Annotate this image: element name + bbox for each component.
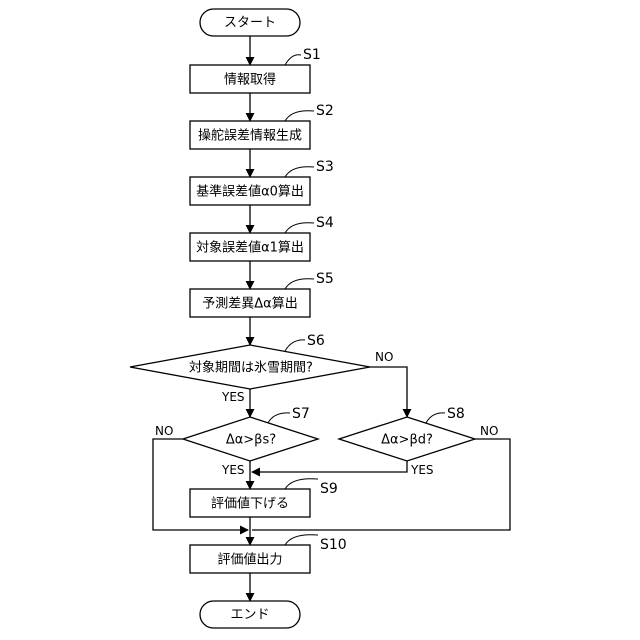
start-label: スタート <box>224 16 276 31</box>
leader-s5 <box>285 279 314 289</box>
leader-s8 <box>426 413 445 423</box>
decision-s7: Δα>βs? <box>183 417 318 461</box>
leader-s10 <box>285 535 318 545</box>
process-s1: 情報取得 <box>190 65 310 93</box>
step-label-s9: S9 <box>320 481 338 497</box>
edge-label-s7-no: NO <box>155 424 173 438</box>
leader-s3 <box>285 167 314 177</box>
edge-label-s6-no: NO <box>375 350 393 364</box>
decision-s6: 対象期間は氷雪期間? <box>130 345 370 389</box>
process-s9: 評価値下げる <box>190 489 310 517</box>
step-labels: S1 S2 S3 S4 S5 S6 S7 S8 S9 S10 <box>292 47 465 553</box>
s2-label: 操舵誤差情報生成 <box>198 128 302 144</box>
leader-s9 <box>285 479 318 489</box>
process-s4: 対象誤差値α1算出 <box>190 233 310 261</box>
end-terminal: エンド <box>200 601 300 628</box>
process-s10: 評価値出力 <box>190 545 310 573</box>
step-label-s10: S10 <box>320 537 347 553</box>
end-label: エンド <box>230 608 269 623</box>
step-label-s5: S5 <box>316 271 334 287</box>
process-s5: 予測差異Δα算出 <box>190 289 310 317</box>
decision-s8: Δα>βd? <box>339 417 475 461</box>
edge-label-s8-yes: YES <box>410 463 434 477</box>
s4-label: 対象誤差値α1算出 <box>196 240 304 256</box>
s9-label: 評価値下げる <box>211 496 289 512</box>
leader-s7 <box>268 413 290 423</box>
step-label-s7: S7 <box>292 406 310 422</box>
process-s3: 基準誤差値α0算出 <box>190 177 310 205</box>
s7-label: Δα>βs? <box>226 433 276 448</box>
s1-label: 情報取得 <box>224 72 276 88</box>
edge-label-s6-yes: YES <box>221 390 245 404</box>
edge-label-s7-yes: YES <box>221 463 245 477</box>
step-label-s4: S4 <box>316 215 334 231</box>
s8-label: Δα>βd? <box>381 433 433 448</box>
step-label-s2: S2 <box>316 103 334 119</box>
edge-s6-s8-no <box>370 367 407 417</box>
leader-s4 <box>285 223 314 233</box>
process-s2: 操舵誤差情報生成 <box>190 121 310 149</box>
edge-s8-yes-merge <box>252 461 407 472</box>
leader-s6 <box>285 340 305 351</box>
s3-label: 基準誤差値α0算出 <box>196 184 304 200</box>
s10-label: 評価値出力 <box>217 552 282 568</box>
step-label-s1: S1 <box>303 47 321 63</box>
step-label-s6: S6 <box>307 333 325 349</box>
step-label-s3: S3 <box>316 159 334 175</box>
step-label-s8: S8 <box>447 406 465 422</box>
leader-s2 <box>285 111 314 121</box>
s5-label: 予測差異Δα算出 <box>202 297 297 312</box>
s6-label: 対象期間は氷雪期間? <box>189 361 313 376</box>
leader-s1 <box>285 55 301 65</box>
edge-label-s8-no: NO <box>480 424 498 438</box>
start-terminal: スタート <box>200 9 300 36</box>
